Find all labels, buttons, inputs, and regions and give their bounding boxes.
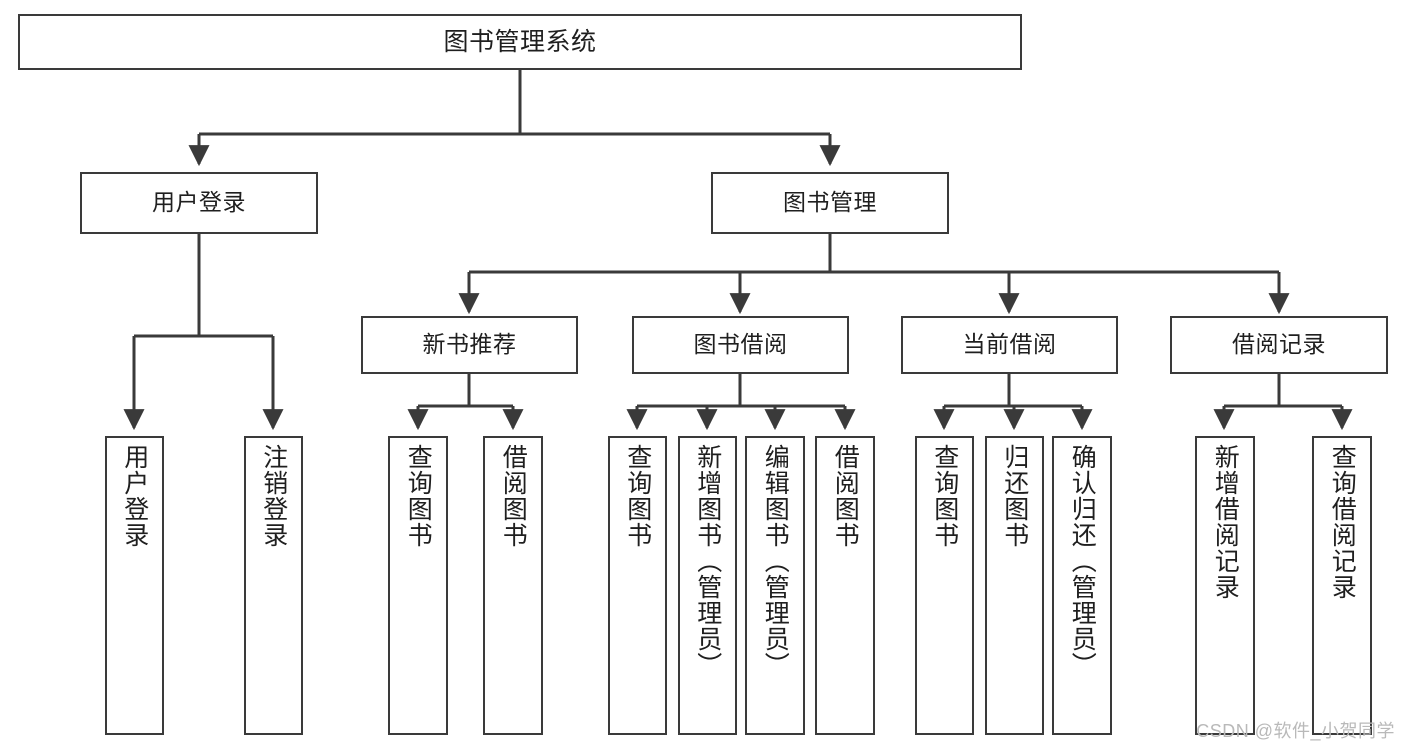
node-borrow-record[interactable]: 借阅记录 — [1170, 316, 1388, 374]
leaf-new-book-query[interactable]: 查询图书 — [388, 436, 448, 735]
leaf-current-borrow-confirm[interactable]: 确认归还（管理员） — [1052, 436, 1112, 735]
leaf-current-borrow-query[interactable]: 查询图书 — [915, 436, 974, 735]
leaf-book-borrow-borrow-label: 借阅图书 — [831, 444, 860, 548]
leaf-book-borrow-query[interactable]: 查询图书 — [608, 436, 667, 735]
leaf-borrow-record-add-label: 新增借阅记录 — [1211, 444, 1240, 600]
node-current-borrow[interactable]: 当前借阅 — [901, 316, 1118, 374]
leaf-borrow-record-add[interactable]: 新增借阅记录 — [1195, 436, 1255, 735]
node-book-borrow[interactable]: 图书借阅 — [632, 316, 849, 374]
leaf-current-borrow-return-label: 归还图书 — [1000, 444, 1029, 548]
node-book-manage-label: 图书管理 — [783, 189, 877, 216]
watermark-text: CSDN @软件_小贺同学 — [1196, 721, 1395, 741]
node-book-manage[interactable]: 图书管理 — [711, 172, 949, 234]
leaf-user-login-login-label: 用户登录 — [120, 444, 149, 548]
leaf-new-book-borrow-label: 借阅图书 — [499, 444, 528, 548]
node-user-login[interactable]: 用户登录 — [80, 172, 318, 234]
node-root-label: 图书管理系统 — [443, 28, 597, 56]
leaf-book-borrow-add-label: 新增图书（管理员） — [693, 444, 722, 678]
node-new-book-recommend[interactable]: 新书推荐 — [361, 316, 578, 374]
leaf-user-login-logout[interactable]: 注销登录 — [244, 436, 303, 735]
leaf-borrow-record-query[interactable]: 查询借阅记录 — [1312, 436, 1372, 735]
node-current-borrow-label: 当前借阅 — [962, 331, 1057, 358]
leaf-new-book-query-label: 查询图书 — [404, 444, 433, 548]
leaf-book-borrow-query-label: 查询图书 — [623, 444, 652, 548]
leaf-current-borrow-confirm-label: 确认归还（管理员） — [1068, 444, 1097, 678]
leaf-user-login-login[interactable]: 用户登录 — [105, 436, 164, 735]
node-user-login-label: 用户登录 — [152, 189, 246, 216]
leaf-new-book-borrow[interactable]: 借阅图书 — [483, 436, 543, 735]
leaf-book-borrow-add[interactable]: 新增图书（管理员） — [678, 436, 737, 735]
node-borrow-record-label: 借阅记录 — [1232, 331, 1326, 358]
node-root[interactable]: 图书管理系统 — [18, 14, 1022, 70]
leaf-book-borrow-borrow[interactable]: 借阅图书 — [815, 436, 875, 735]
leaf-borrow-record-query-label: 查询借阅记录 — [1328, 444, 1357, 600]
leaf-current-borrow-query-label: 查询图书 — [930, 444, 959, 548]
leaf-book-borrow-edit[interactable]: 编辑图书（管理员） — [745, 436, 805, 735]
leaf-current-borrow-return[interactable]: 归还图书 — [985, 436, 1044, 735]
leaf-user-login-logout-label: 注销登录 — [259, 444, 288, 548]
leaf-book-borrow-edit-label: 编辑图书（管理员） — [761, 444, 790, 678]
node-new-book-recommend-label: 新书推荐 — [422, 331, 517, 358]
node-book-borrow-label: 图书借阅 — [693, 331, 788, 358]
